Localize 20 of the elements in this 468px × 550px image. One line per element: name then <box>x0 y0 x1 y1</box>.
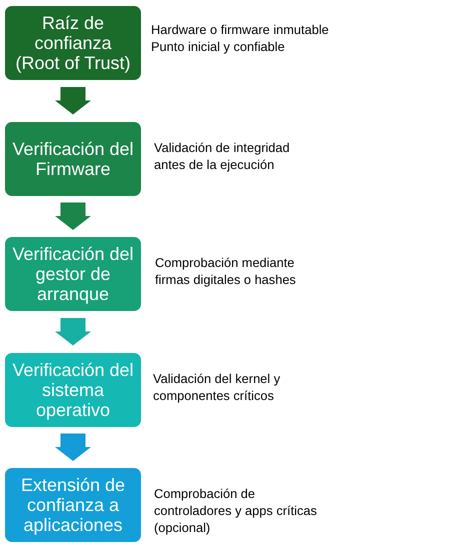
process-box <box>5 352 141 426</box>
step-title: Extensión de confianza a aplicaciones <box>20 475 126 535</box>
process-box <box>5 468 141 542</box>
step-title: Verificación del sistema operativo <box>11 360 135 420</box>
step-description: Validación de integridad antes de la ejecución <box>154 138 291 172</box>
process-box <box>5 6 141 80</box>
step-description: Comprobación mediante firmas digitales o hashes <box>155 254 297 288</box>
arrow <box>55 318 91 346</box>
step-description: Comprobación de controladores y apps críticas (opcional) <box>154 484 318 536</box>
process-box <box>5 237 141 311</box>
process-box <box>5 122 141 196</box>
arrow <box>55 202 91 230</box>
arrow <box>55 87 91 114</box>
step-title: Raíz de confianza (Root of Trust) <box>14 13 132 73</box>
step-title: Verificación del gestor de arranque <box>11 244 135 304</box>
step-description: Hardware o firmware inmutable <box>151 21 330 38</box>
arrow <box>55 434 91 461</box>
step-description: Punto inicial y confiable <box>151 38 286 55</box>
step-title: Verificación del Firmware <box>11 138 135 178</box>
step-description: Validación del kernel y componentes críticos <box>153 370 282 404</box>
